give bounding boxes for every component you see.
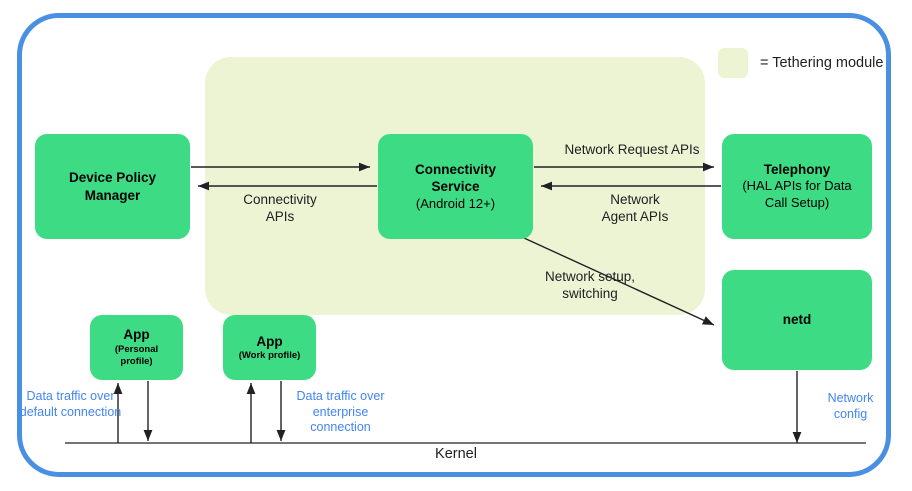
edge-label-network-config: Network config: [827, 391, 874, 421]
node-subtitle: (Personal profile): [114, 343, 159, 368]
node-subtitle: (HAL APIs for Data: [742, 178, 852, 194]
node-title: Connectivity: [414, 161, 496, 177]
node-title-line2: Manager: [84, 187, 141, 203]
node-subtitle-line2: Call Setup): [764, 195, 830, 211]
node-title: Device Policy: [68, 169, 157, 185]
legend: = Tethering module: [718, 48, 883, 78]
legend-label-tethering: = Tethering module: [760, 55, 884, 71]
node-device-policy-manager[interactable]: Device Policy Manager: [35, 134, 190, 239]
edge-label-network-setup-switching: Network setup, switching: [544, 269, 636, 301]
edge-label-network-request-apis: Network Request APIs: [564, 142, 700, 157]
node-app-personal-profile[interactable]: App (Personal profile): [90, 315, 183, 380]
node-netd[interactable]: netd: [722, 270, 872, 370]
edge-label-connectivity-apis: Connectivity APIs: [243, 192, 317, 224]
edge-label-data-traffic-default: Data traffic over default connection: [19, 389, 122, 419]
node-title: App: [123, 327, 150, 343]
node-subtitle: (Android 12+): [415, 195, 496, 211]
edge-label-data-traffic-enterprise: Data traffic over enterprise connection: [296, 389, 385, 435]
edge-label-network-agent-apis: Network Agent APIs: [601, 192, 669, 224]
node-title: netd: [782, 312, 812, 328]
device-boundary-frame: [17, 13, 891, 477]
node-title-line2: Service: [431, 179, 480, 195]
node-title: Telephony: [763, 161, 831, 177]
node-app-work-profile[interactable]: App (Work profile): [223, 315, 316, 380]
node-subtitle: (Work profile): [238, 350, 301, 362]
kernel-label: Kernel: [435, 446, 477, 462]
node-telephony[interactable]: Telephony (HAL APIs for Data Call Setup): [722, 134, 872, 239]
node-connectivity-service[interactable]: Connectivity Service (Android 12+): [378, 134, 533, 239]
node-title: App: [256, 333, 283, 349]
legend-swatch-tethering: [718, 48, 748, 78]
